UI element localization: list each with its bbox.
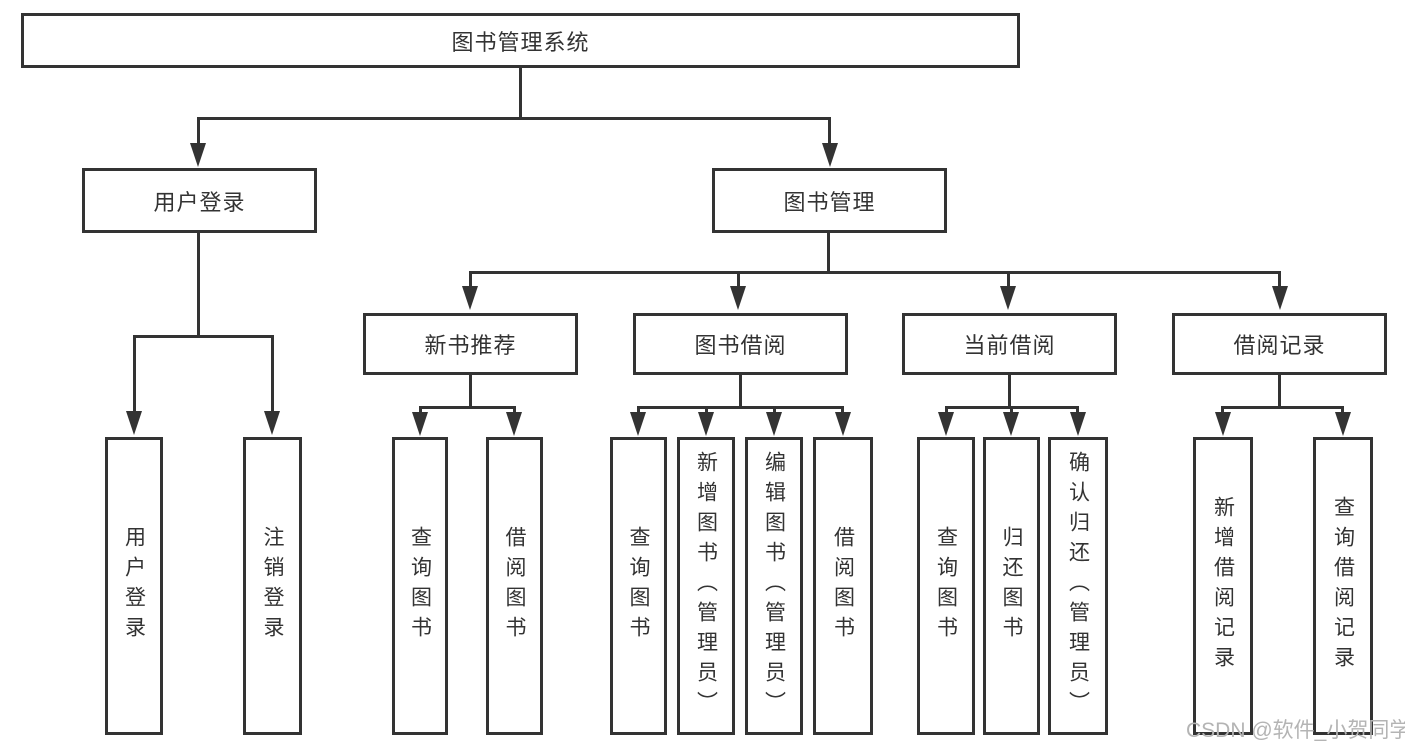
leaf-logout: 注销登录 [243,437,302,735]
connector-root-stem [519,68,522,118]
connector-user-login-shaft [197,117,200,145]
connector-borrow-leaf3-shaft [773,406,776,414]
node-current-borrow: 当前借阅 [902,313,1117,375]
leaf-add-borrow-record-label: 新增借阅记录 [1211,496,1235,676]
connector-record-rail [1221,406,1344,409]
leaf-current-query-books-label: 查询图书 [934,526,958,646]
leaf-edit-book-admin: 编辑图书（管理员） [745,437,803,735]
connector-user-stem [197,233,200,337]
leaf-logout-label: 注销登录 [261,526,284,646]
node-root: 图书管理系统 [21,13,1020,68]
arrowhead-borrow-leaf3 [766,412,782,436]
leaf-edit-book-admin-label: 编辑图书（管理员） [762,451,786,721]
node-book-management: 图书管理 [712,168,947,233]
arrowhead-borrow-leaf1 [630,412,646,436]
connector-newbook-rail [419,406,516,409]
connector-record-shaft [1278,271,1281,288]
arrowhead-newbook [462,286,478,310]
leaf-borrow-query-books-label: 查询图书 [627,526,650,646]
leaf-query-borrow-record: 查询借阅记录 [1313,437,1373,735]
node-borrow-record: 借阅记录 [1172,313,1387,375]
csdn-watermark: CSDN @软件_小贺同学 [1186,719,1405,742]
leaf-return-books-label: 归还图书 [1000,526,1023,646]
arrowhead-book-mgmt [822,143,838,167]
connector-newbook-shaft [469,271,472,288]
connector-borrow-stem [739,375,742,408]
connector-record-stem [1278,375,1281,408]
arrowhead-borrow-leaf2 [698,412,714,436]
arrowhead-user-leaf2 [264,411,280,435]
leaf-borrow-books-label: 借阅图书 [831,526,855,646]
connector-record-leaf2-shaft [1341,406,1344,414]
connector-current-leaf1-shaft [945,406,948,414]
leaf-borrow-books: 借阅图书 [813,437,873,735]
connector-borrow-rail [637,406,844,409]
connector-current-leaf3-shaft [1076,406,1079,414]
node-book-borrow-label: 图书借阅 [694,333,787,358]
leaf-newbook-borrow-books-label: 借阅图书 [503,526,526,646]
leaf-newbook-borrow-books: 借阅图书 [486,437,543,735]
arrowhead-record-leaf1 [1215,412,1231,436]
arrowhead-record-leaf2 [1335,412,1351,436]
connector-borrow-leaf1-shaft [637,406,640,414]
arrowhead-newbook-leaf1 [412,412,428,436]
leaf-add-book-admin: 新增图书（管理员） [677,437,735,735]
node-book-borrow: 图书借阅 [633,313,848,375]
node-new-book-recommend-label: 新书推荐 [424,333,517,358]
leaf-query-borrow-record-label: 查询借阅记录 [1331,496,1355,676]
connector-book-mgmt-shaft [828,117,831,145]
arrowhead-newbook-leaf2 [506,412,522,436]
node-user-login: 用户登录 [82,168,317,233]
arrowhead-current [1000,286,1016,310]
arrowhead-user-leaf1 [126,411,142,435]
leaf-confirm-return-admin-label: 确认归还（管理员） [1066,451,1090,721]
leaf-add-book-admin-label: 新增图书（管理员） [694,451,718,721]
connector-borrow-shaft [737,271,740,288]
connector-newbook-stem [469,375,472,408]
node-root-label: 图书管理系统 [451,29,590,55]
connector-current-shaft [1007,271,1010,288]
arrowhead-borrow-leaf4 [835,412,851,436]
node-borrow-record-label: 借阅记录 [1233,333,1326,358]
connector-user-leaf2-shaft [271,335,274,412]
leaf-borrow-query-books: 查询图书 [610,437,667,735]
node-new-book-recommend: 新书推荐 [363,313,578,375]
leaf-return-books: 归还图书 [983,437,1040,735]
arrowhead-borrow [730,286,746,310]
node-book-management-label: 图书管理 [783,189,876,215]
connector-borrow-leaf4-shaft [841,406,844,414]
node-current-borrow-label: 当前借阅 [963,333,1056,358]
connector-level3-rail [469,271,1281,274]
leaf-user-login-label: 用户登录 [122,526,146,646]
leaf-add-borrow-record: 新增借阅记录 [1193,437,1253,735]
leaf-newbook-query-books: 查询图书 [392,437,448,735]
arrowhead-record [1272,286,1288,310]
node-user-login-label: 用户登录 [153,189,246,215]
connector-user-rail [133,335,274,338]
leaf-newbook-query-books-label: 查询图书 [408,526,432,646]
leaf-current-query-books: 查询图书 [917,437,975,735]
connector-newbook-leaf2-shaft [513,406,516,414]
connector-current-leaf2-shaft [1010,406,1013,414]
leaf-confirm-return-admin: 确认归还（管理员） [1048,437,1108,735]
connector-newbook-leaf1-shaft [419,406,422,414]
connector-record-leaf1-shaft [1221,406,1224,414]
arrowhead-current-leaf1 [938,412,954,436]
connector-mgmt-stem [827,233,830,273]
arrowhead-current-leaf2 [1003,412,1019,436]
arrowhead-current-leaf3 [1070,412,1086,436]
connector-level2-rail [197,117,831,120]
leaf-user-login: 用户登录 [105,437,163,735]
connector-user-leaf1-shaft [133,335,136,412]
connector-borrow-leaf2-shaft [705,406,708,414]
connector-current-stem [1008,375,1011,408]
arrowhead-user-login [190,143,206,167]
